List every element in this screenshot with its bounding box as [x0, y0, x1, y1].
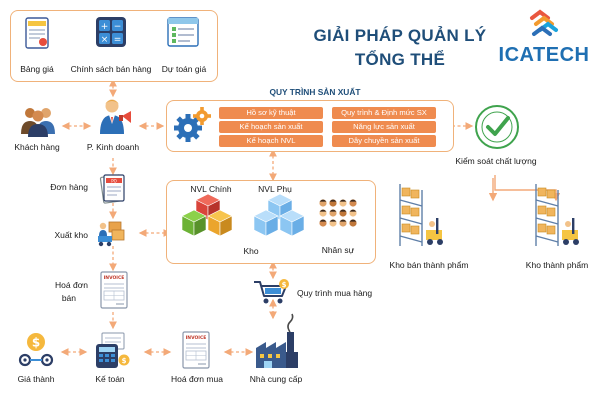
svg-text:−: −: [114, 22, 122, 32]
finished-warehouse-icon: [532, 180, 584, 252]
goods-issue-label: Xuất kho: [54, 230, 88, 240]
svg-text:PO: PO: [111, 178, 117, 183]
svg-text:×: ×: [101, 35, 109, 45]
purchase-process-label: Quy trình mua hàng: [297, 288, 373, 298]
sales-invoice-label-line2: bán: [61, 293, 76, 303]
svg-text:=: =: [114, 35, 122, 45]
sales-invoice-label-line1: Hoá đơn: [55, 280, 88, 290]
purchase-invoice-label: Hoá đơn mua: [171, 374, 223, 384]
shopping-cart-icon: $: [252, 278, 292, 306]
production-item-nang-luc: Năng lực sản xuất: [332, 121, 436, 133]
sales-dept-icon: [94, 96, 134, 136]
estimate-form-icon: [165, 15, 201, 49]
staff-label: Nhân sự: [321, 245, 355, 255]
estimate-label: Dự toán giá: [161, 64, 207, 74]
customers-icon: [18, 104, 58, 138]
semi-finished-warehouse-icon: [396, 180, 448, 252]
accounting-label: Kế toán: [95, 374, 125, 384]
semi-finished-warehouse-label: Kho bán thành phẩm: [389, 260, 469, 270]
purchase-invoice-icon: INVOICE: [180, 330, 212, 370]
svg-text:+: +: [101, 22, 109, 32]
sub-material-label: NVL Phụ: [258, 184, 292, 194]
finished-warehouse-label: Kho thành phẩm: [525, 260, 589, 270]
logo-text: ICATECH: [498, 44, 590, 66]
accounting-icon: $: [92, 330, 132, 370]
price-list-icon: [20, 16, 54, 50]
sub-material-cubes-icon: [252, 193, 308, 240]
svg-text:$: $: [32, 336, 40, 350]
quality-approved-badge-icon: [474, 104, 520, 150]
svg-text:$: $: [122, 357, 127, 365]
main-material-cubes-icon: [178, 193, 236, 240]
main-material-label: NVL Chính: [190, 184, 232, 194]
production-item-day-chuyen: Dây chuyền sản xuất: [332, 135, 436, 147]
supplier-icon: [252, 313, 302, 370]
production-item-ke-hoach-sx: Kế hoạch sản xuất: [219, 121, 323, 133]
production-item-ho-so: Hồ sơ kỹ thuật: [219, 107, 323, 119]
order-icon: PO: [96, 172, 130, 204]
production-item-ke-hoach-nvl: Kế hoạch NVL: [219, 135, 323, 147]
svg-text:INVOICE: INVOICE: [104, 275, 125, 281]
cost-price-icon: $: [14, 330, 58, 370]
quality-control-label: Kiểm soát chất lượng: [455, 156, 537, 166]
sales-invoice-icon: INVOICE: [98, 270, 130, 310]
page-title-line2: TỔNG THỂ: [354, 50, 446, 69]
gears-icon: [172, 106, 212, 146]
sales-policy-label: Chính sách bán hàng: [70, 64, 152, 74]
sales-dept-label: P. Kinh doanh: [86, 142, 140, 152]
icatech-logo-mark-icon: [530, 9, 558, 36]
production-title: QUY TRÌNH SẢN XUẤT: [269, 87, 361, 97]
calculator-icon: + − × =: [93, 14, 129, 50]
warehouse-label: Kho: [243, 246, 259, 256]
svg-text:INVOICE: INVOICE: [186, 335, 207, 341]
cost-price-label: Giá thành: [17, 374, 55, 384]
customers-label: Khách hàng: [14, 142, 60, 152]
page-title-line1: GIẢI PHÁP QUẢN LÝ: [313, 26, 487, 45]
order-label: Đơn hàng: [50, 182, 88, 192]
goods-issue-icon: [94, 216, 134, 248]
svg-text:$: $: [282, 281, 287, 289]
icatech-logo: ICATECH: [498, 9, 590, 74]
price-list-label: Bảng giá: [20, 64, 54, 74]
production-item-dinh-muc: Quy trình & Định mức SX: [332, 107, 436, 119]
staff-faces-icon: [318, 198, 364, 236]
supplier-label: Nhà cung cấp: [249, 374, 303, 384]
